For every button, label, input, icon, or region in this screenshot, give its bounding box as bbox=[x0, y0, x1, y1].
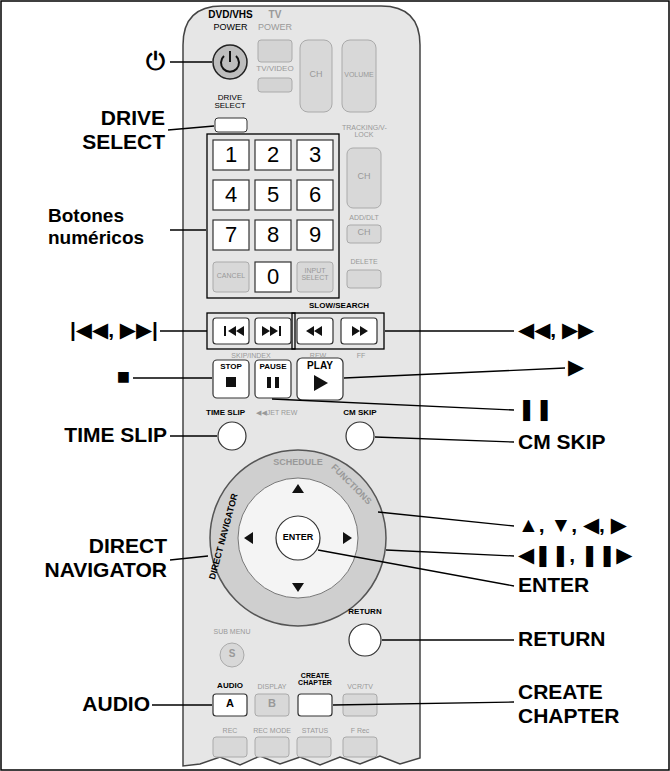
number-key: 0 bbox=[255, 264, 291, 289]
button-label: S bbox=[222, 649, 242, 660]
callout: TIME SLIP bbox=[20, 423, 167, 447]
button-label: CH bbox=[300, 70, 332, 79]
button-label: REC bbox=[209, 727, 251, 734]
button-label: ENTER bbox=[276, 533, 320, 542]
number-key: 1 bbox=[213, 142, 249, 167]
button-label: RETURN bbox=[338, 608, 392, 616]
number-key: 6 bbox=[297, 182, 333, 207]
callout: ▶ bbox=[568, 355, 628, 379]
button-label: PAUSE bbox=[255, 363, 291, 371]
button-label: ADD/DLT bbox=[343, 214, 385, 221]
button-label: VCR/TV bbox=[340, 683, 380, 690]
button-label: DELETE bbox=[343, 258, 385, 265]
button-label: TV bbox=[254, 10, 296, 21]
button-label: SUB MENU bbox=[203, 628, 261, 635]
button-label: REW bbox=[296, 352, 340, 359]
number-key: 4 bbox=[213, 182, 249, 207]
button-label: B bbox=[255, 698, 289, 710]
callout: ENTER bbox=[518, 573, 658, 597]
button-label: PLAY bbox=[297, 361, 343, 372]
button-label: A bbox=[213, 698, 247, 710]
number-key: 3 bbox=[297, 142, 333, 167]
button-label: CANCEL bbox=[213, 272, 249, 279]
button-label: F Rec bbox=[340, 727, 380, 734]
button-label: DISPLAY bbox=[251, 683, 293, 690]
callout: Botones numéricos bbox=[48, 205, 168, 249]
button-label: INPUT SELECT bbox=[297, 267, 333, 282]
button-label: CM SKIP bbox=[330, 409, 390, 417]
callout: CM SKIP bbox=[518, 430, 658, 454]
callout: AUDIO bbox=[60, 692, 150, 716]
button-label: TIME SLIP bbox=[206, 409, 262, 417]
callout: ⏻ bbox=[120, 47, 165, 75]
callout: DRIVE SELECT bbox=[60, 106, 165, 154]
number-key: 2 bbox=[255, 142, 291, 167]
button-label: DVD/VHS bbox=[198, 10, 263, 21]
callout: DIRECT NAVIGATOR bbox=[20, 534, 167, 582]
button-label: STOP bbox=[213, 363, 249, 371]
button-label: STATUS bbox=[295, 727, 335, 734]
callout: ❚❚ bbox=[518, 397, 598, 421]
button-label: DRIVE SELECT bbox=[205, 94, 255, 111]
button-label: REC MODE bbox=[251, 727, 293, 734]
button-label: AUDIO bbox=[209, 682, 251, 690]
button-label: POWER bbox=[198, 23, 263, 32]
button-label: TV/VIDEO bbox=[252, 65, 298, 73]
callout: CREATE CHAPTER bbox=[518, 680, 663, 728]
callout: ▲, ▼, ◀, ▶ bbox=[518, 513, 666, 537]
button-label: CH bbox=[347, 228, 381, 237]
button-label: SKIP/INDEX bbox=[209, 352, 293, 359]
callout: ◀❚❚, ❚❚▶ bbox=[518, 543, 666, 567]
button-label: POWER bbox=[254, 23, 296, 32]
number-key: 7 bbox=[213, 222, 249, 247]
button-label: VOLUME bbox=[340, 71, 378, 78]
ring-label: SCHEDULE bbox=[263, 458, 333, 467]
button-label: CREATE CHAPTER bbox=[292, 672, 338, 687]
button-label: CH bbox=[347, 172, 381, 181]
button-label: TRACKING/V-LOCK bbox=[342, 124, 386, 139]
number-key: 5 bbox=[255, 182, 291, 207]
callout: |◀◀, ▶▶| bbox=[40, 318, 158, 342]
callout: ◀◀, ▶▶ bbox=[518, 318, 658, 342]
button-label: FF bbox=[339, 352, 383, 359]
number-key: 8 bbox=[255, 222, 291, 247]
callout: RETURN bbox=[518, 627, 658, 651]
button-label: SLOW/SEARCH bbox=[294, 302, 384, 310]
button-label: ◀◀JET REW bbox=[256, 409, 316, 416]
number-key: 9 bbox=[297, 222, 333, 247]
callout: ■ bbox=[100, 364, 130, 389]
